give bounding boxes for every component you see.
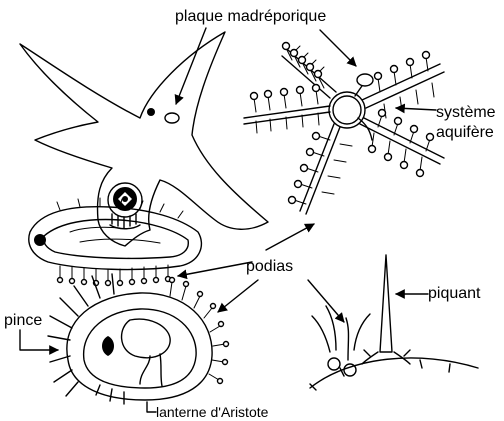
- sea-urchin-cross-section: [48, 274, 229, 404]
- starfish-illustration: [20, 32, 268, 246]
- label-spine: piquant: [428, 285, 481, 303]
- water-vascular-system: [244, 43, 444, 215]
- label-madreporite: plaque madréporique: [175, 8, 326, 26]
- label-water-system-line1: système: [436, 104, 496, 122]
- label-pincer: pince: [4, 312, 42, 330]
- label-lantern: lanterne d'Aristote: [156, 403, 268, 421]
- spine-and-tube-feet-detail: [310, 255, 478, 390]
- label-tube-feet: podias: [246, 258, 293, 276]
- label-water-system-line2: aquifère: [436, 124, 494, 142]
